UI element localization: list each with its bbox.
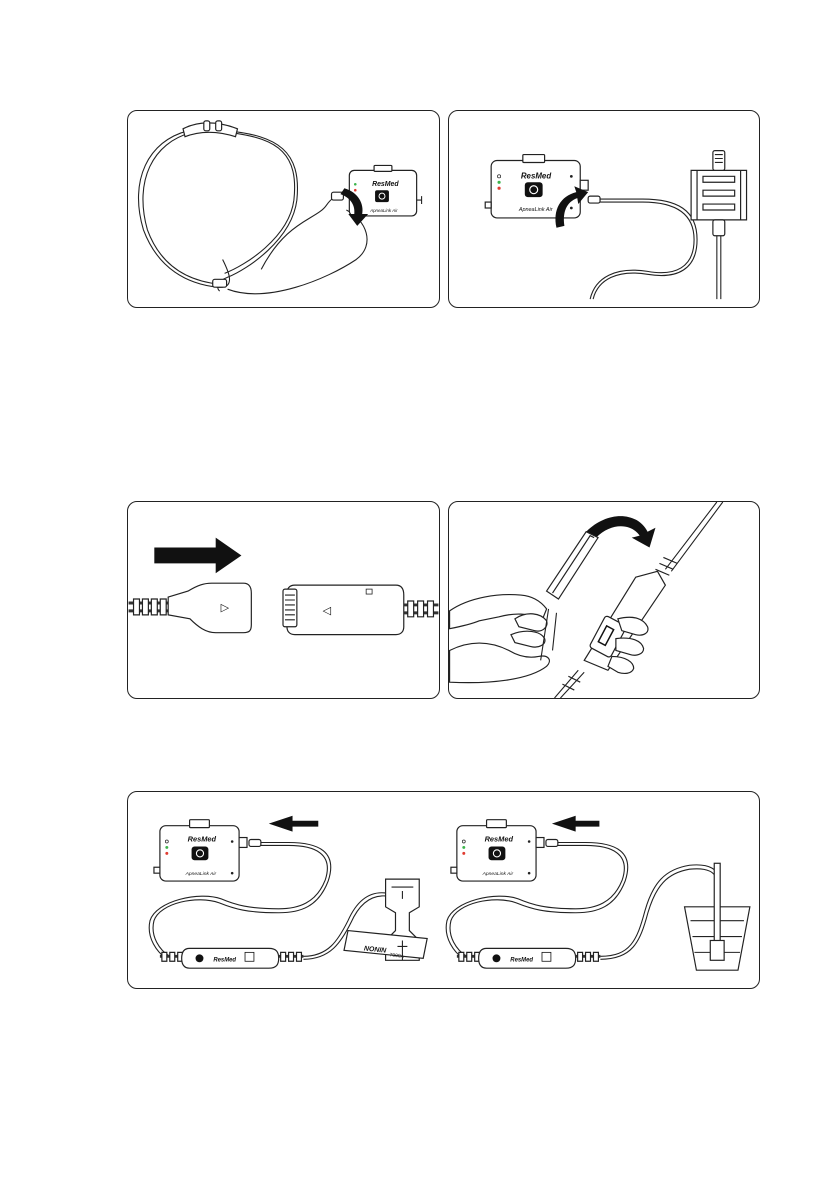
device-model-text: ApneaLink Air bbox=[369, 208, 398, 213]
led-indicator-icon bbox=[354, 183, 357, 186]
led-indicator-icon bbox=[165, 852, 168, 855]
power-button-icon bbox=[192, 846, 209, 860]
oximeter-brand-text: NONIN bbox=[364, 945, 388, 954]
panel-sensor-connections: ResMed ApneaLink Air ResMed NONIN bbox=[127, 791, 760, 989]
led-indicator-icon bbox=[497, 187, 500, 190]
sensor-connections-illustration: ResMed ApneaLink Air ResMed NONIN bbox=[128, 792, 759, 988]
connector-plug-illustration: ▷ ◁ bbox=[128, 502, 439, 698]
led-indicator-icon bbox=[354, 189, 357, 192]
panel-connector-release bbox=[448, 501, 760, 699]
panel-nasal-cannula: ResMed ApneaLink Air bbox=[127, 110, 440, 308]
led-indicator-icon bbox=[462, 852, 465, 855]
power-button-icon bbox=[525, 182, 543, 197]
device-model-text: ApneaLink Air bbox=[482, 871, 514, 877]
device-brand-text: ResMed bbox=[188, 834, 217, 843]
socket-symbol-text: ◁ bbox=[323, 605, 332, 617]
module-brand-text: ResMed bbox=[510, 957, 533, 963]
module-brand-text: ResMed bbox=[213, 957, 236, 963]
panel-flow-sensor: ResMed ApneaLink Air bbox=[448, 110, 760, 308]
plug-symbol-text: ▷ bbox=[221, 602, 230, 614]
device-brand-text: ResMed bbox=[372, 181, 399, 188]
arrow-icon bbox=[552, 816, 600, 832]
power-button-icon bbox=[489, 846, 506, 860]
device-model-text: ApneaLink Air bbox=[518, 207, 553, 213]
led-indicator-icon bbox=[497, 181, 500, 184]
panel-connector-plug: ▷ ◁ bbox=[127, 501, 440, 699]
device-brand-text: ResMed bbox=[485, 834, 514, 843]
arrow-icon bbox=[269, 816, 318, 832]
flow-sensor-illustration: ResMed ApneaLink Air bbox=[449, 111, 759, 307]
device-model-text: ApneaLink Air bbox=[185, 871, 217, 877]
nasal-cannula-illustration: ResMed ApneaLink Air bbox=[128, 111, 439, 307]
led-indicator-icon bbox=[462, 846, 465, 849]
arrow-icon bbox=[154, 538, 241, 574]
arrow-icon bbox=[586, 516, 655, 547]
device-brand-text: ResMed bbox=[521, 171, 551, 180]
led-indicator-icon bbox=[165, 846, 168, 849]
connector-release-illustration bbox=[449, 502, 759, 698]
power-button-icon bbox=[375, 190, 389, 202]
